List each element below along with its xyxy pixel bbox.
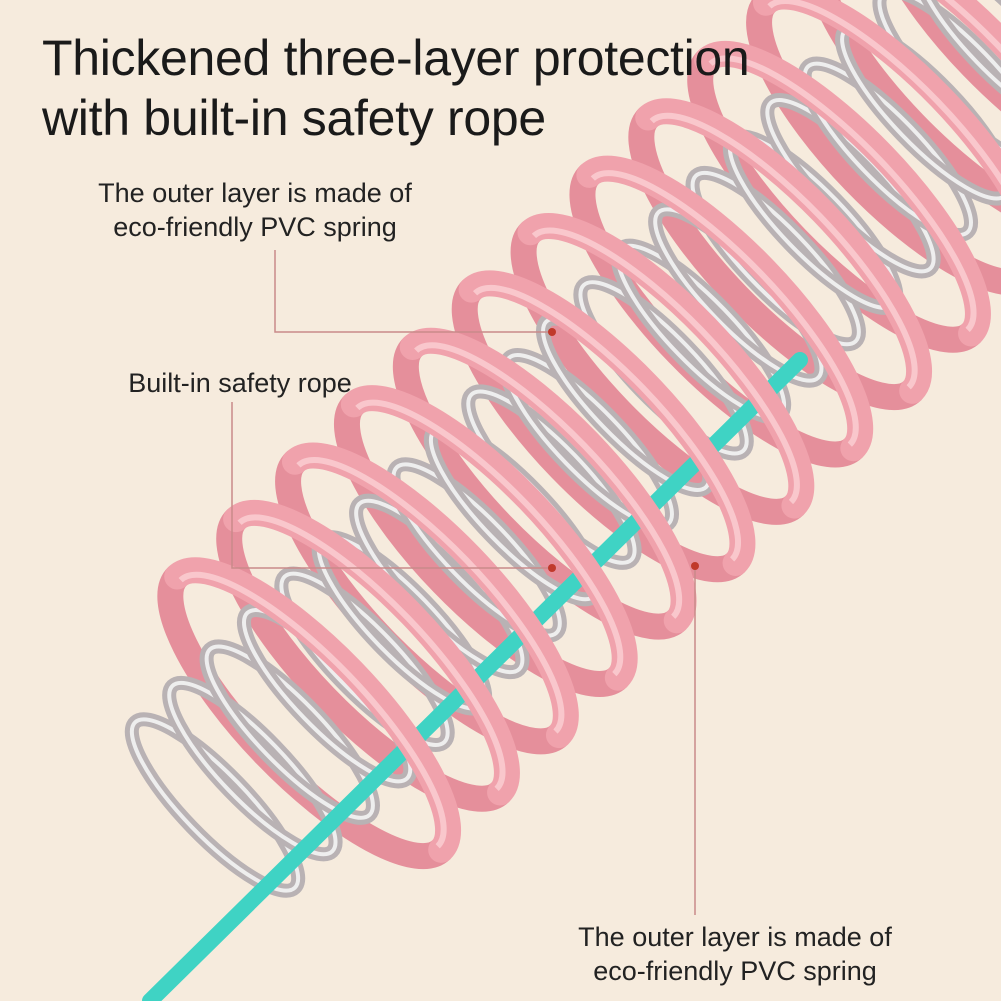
annotation-text: The outer layer is made of xyxy=(578,922,892,952)
leader-lines xyxy=(231,250,696,915)
metal-coil xyxy=(498,348,679,534)
pvc-coil-back xyxy=(216,506,514,812)
annotation-outer-layer-bottom: The outer layer is made of eco-friendly … xyxy=(540,920,930,988)
pvc-coil-front xyxy=(399,327,697,634)
pvc-coil-front xyxy=(164,557,462,863)
leader-dot xyxy=(548,328,556,336)
pvc-coil-back xyxy=(746,0,1001,296)
annotation-text: eco-friendly PVC spring xyxy=(593,956,877,986)
annotation-text: eco-friendly PVC spring xyxy=(113,212,397,242)
pvc-coil-front xyxy=(811,0,1001,232)
pvc-coil-back xyxy=(510,219,808,525)
pvc-coil-back xyxy=(333,391,631,697)
metal-spring-coils xyxy=(124,0,1001,898)
metal-coil xyxy=(124,712,306,898)
pvc-coil-back xyxy=(628,104,926,411)
leader-line-outer-top xyxy=(274,250,552,333)
metal-coil xyxy=(162,675,343,862)
pvc-spring-front-coils xyxy=(164,0,1001,863)
pvc-coil-back xyxy=(451,276,749,583)
metal-coil xyxy=(797,56,978,242)
title-line-2: with built-in safety rope xyxy=(42,90,546,146)
pvc-coil-front xyxy=(635,98,933,404)
metal-coil xyxy=(274,566,455,752)
metal-coil xyxy=(685,165,866,352)
leader-dot xyxy=(548,564,556,572)
metal-coil xyxy=(199,639,380,825)
annotation-outer-layer-top: The outer layer is made of eco-friendly … xyxy=(60,176,450,244)
leader-line-rope xyxy=(231,402,552,569)
annotation-safety-rope: Built-in safety rope xyxy=(100,366,380,400)
pvc-coil-front xyxy=(694,40,991,347)
pvc-coil-front xyxy=(752,0,1001,290)
pvc-coil-front xyxy=(223,499,520,806)
pvc-coil-front xyxy=(340,385,638,691)
pvc-coil-front xyxy=(281,442,579,749)
pvc-coil-front xyxy=(576,155,874,462)
title-line-1: Thickened three-layer protection xyxy=(42,30,750,86)
leader-dot xyxy=(691,562,699,570)
page-title: Thickened three-layer protection with bu… xyxy=(42,28,750,148)
annotation-text: Built-in safety rope xyxy=(128,368,352,398)
pvc-coil-front xyxy=(458,270,756,576)
metal-coil xyxy=(909,0,1001,133)
annotation-text: The outer layer is made of xyxy=(98,178,412,208)
pvc-coil-front xyxy=(517,213,815,519)
metal-coil xyxy=(386,457,567,643)
